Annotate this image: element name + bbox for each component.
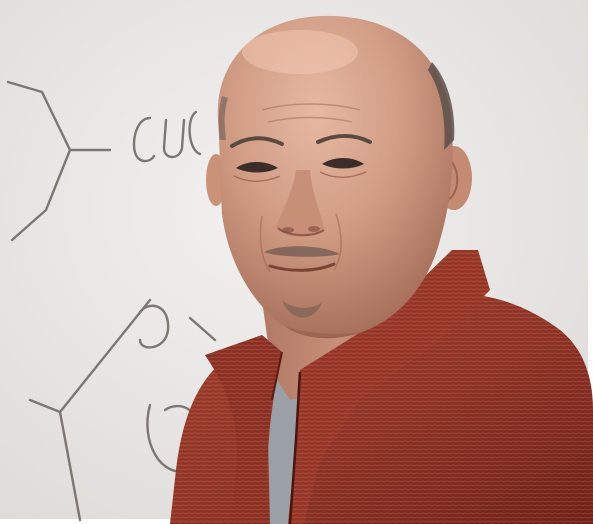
mouth [268, 262, 336, 272]
hair-side [428, 62, 455, 150]
eyebrow-left [230, 136, 284, 148]
eyes [233, 158, 367, 182]
goatee [282, 300, 322, 318]
forehead-wrinkles [261, 103, 361, 123]
nose [276, 170, 324, 237]
eyebrow-right [316, 134, 372, 144]
mustache [264, 246, 340, 257]
zipper [288, 371, 302, 524]
frame-edge [588, 0, 593, 524]
